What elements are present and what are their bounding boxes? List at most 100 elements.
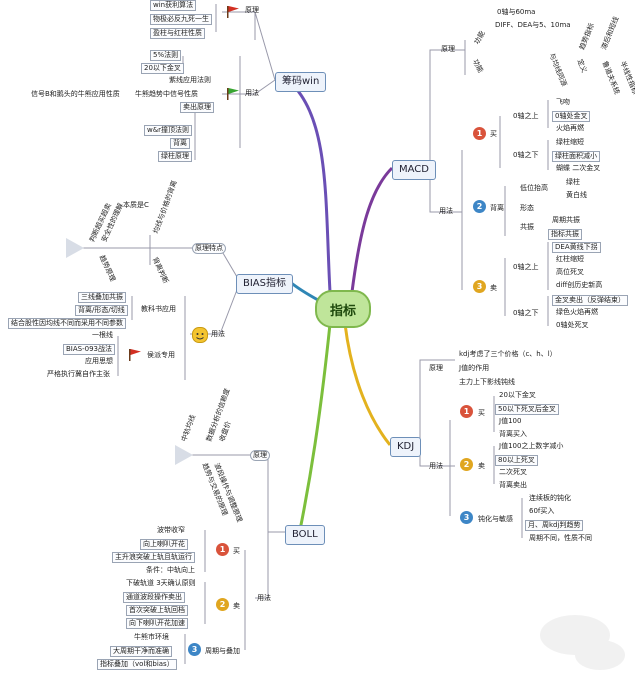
macd-principle-label: 原理 (441, 45, 455, 53)
kdj-sens-item[interactable]: 周期不同，性质不同 (529, 534, 592, 542)
kdj-sens-item[interactable]: 连续板的钝化 (529, 494, 571, 502)
macd-buy-below[interactable]: 0轴之下 (513, 151, 539, 159)
boll-sell-item[interactable]: 首次突破上轨回档 (126, 605, 188, 616)
bias-textbook-label[interactable]: 教科书应用 (141, 305, 176, 313)
boll-buy-item[interactable]: 条件：中轨向上 (146, 566, 195, 574)
macd-principle-item[interactable]: 0轴与60ma (497, 8, 536, 16)
macd-sell-above[interactable]: 0轴之上 (513, 263, 539, 271)
macd-resonance[interactable]: 共振 (520, 223, 534, 231)
topic-boll[interactable]: BOLL (285, 525, 325, 545)
kdj-sens-item[interactable]: 月、周kdj判趋势 (525, 520, 584, 531)
chouma-sell-item[interactable]: 绿柱原理 (158, 151, 192, 162)
bias-textbook-item[interactable]: 背离/形态/切线 (75, 305, 128, 316)
chouma-sell-item[interactable]: 背离 (170, 138, 190, 149)
kdj-buy-item[interactable]: J值100 (499, 417, 522, 425)
number-badge-icon: 1 (473, 127, 486, 140)
bias-mine-item[interactable]: BIAS-093战法 (63, 344, 115, 355)
macd-resonance-item[interactable]: 指标共振 (548, 229, 582, 240)
boll-sell-item[interactable]: 向下喇叭开花加速 (126, 618, 188, 629)
macd-buy-above-item[interactable]: 0轴处金叉 (552, 111, 591, 122)
boll-buy-item[interactable]: 主升浪突破上轨且轨运行 (112, 552, 195, 563)
kdj-buy-item[interactable]: 50以下死叉后金叉 (495, 404, 559, 415)
kdj-sell-item[interactable]: 背离卖出 (499, 481, 527, 489)
kdj-buy-label[interactable]: 买 (478, 409, 485, 417)
chouma-usage-item[interactable]: 紫线应用法则 (169, 76, 211, 84)
macd-form[interactable]: 形态 (520, 204, 534, 212)
kdj-sell-item[interactable]: 80以上死叉 (495, 455, 538, 466)
macd-usage-label: 用法 (439, 207, 453, 215)
macd-sell-below-item[interactable]: 绿色火焰再燃 (556, 308, 598, 316)
boll-sell-item[interactable]: 通道波段操作卖出 (123, 592, 185, 603)
boll-cycle-item[interactable]: 指标叠加（vol和bias） (97, 659, 177, 670)
topic-bias[interactable]: BIAS指标 (236, 274, 293, 294)
bias-textbook-item[interactable]: 结合股性因均线不同而采用不同参数 (8, 318, 126, 329)
boll-cycle-label[interactable]: 周期与叠加 (205, 647, 240, 655)
boll-principle-label[interactable]: 原理 (250, 450, 270, 461)
number-badge-icon: 2 (473, 200, 486, 213)
macd-buy-below-item[interactable]: 蝴蝶 二次金叉 (556, 164, 601, 172)
central-topic[interactable]: 指标 (315, 290, 371, 328)
chouma-principle-item[interactable]: win获利算法 (150, 0, 197, 11)
boll-cycle-item[interactable]: 牛熊市环境 (134, 633, 169, 641)
green-flag-icon (226, 86, 241, 100)
kdj-sell-item[interactable]: 二次死叉 (499, 468, 527, 476)
macd-div-low-item[interactable]: 绿柱 (566, 178, 580, 186)
bias-mine-item[interactable]: 一根线 (92, 331, 113, 339)
macd-buy-above-item[interactable]: 火焰再燃 (556, 124, 584, 132)
kdj-buy-item[interactable]: 20以下金叉 (499, 391, 536, 399)
watermark-cloud (575, 640, 625, 670)
boll-buy-item[interactable]: 向上喇叭开花 (140, 539, 188, 550)
chouma-usage-subitem[interactable]: 5%法则 (150, 50, 182, 61)
bias-features-label[interactable]: 原理特点 (192, 243, 226, 254)
chouma-bullbear-apply[interactable]: 信号B和鹅头的牛熊应用性质 (31, 90, 120, 98)
kdj-sens-label[interactable]: 钝化与敏感 (478, 515, 513, 523)
chouma-principle-item[interactable]: 物极必反九死一生 (150, 14, 212, 25)
kdj-sens-item[interactable]: 60f买入 (529, 507, 555, 515)
macd-buy-below-item[interactable]: 绿柱缩短 (556, 138, 584, 146)
bias-feature-item[interactable]: 本质是C (123, 201, 149, 209)
bias-mine-label[interactable]: 侯派专用 (147, 351, 175, 359)
red-flag-icon (128, 347, 143, 361)
topic-macd[interactable]: MACD (392, 160, 436, 180)
macd-sell-below[interactable]: 0轴之下 (513, 309, 539, 317)
boll-sell-label[interactable]: 卖 (233, 602, 240, 610)
macd-buy-above[interactable]: 0轴之上 (513, 112, 539, 120)
macd-sell-above-item[interactable]: DEA黄线下拐 (552, 242, 601, 253)
topic-chouma-win[interactable]: 筹码win (275, 72, 327, 92)
chouma-usage-item[interactable]: 卖出原理 (180, 102, 214, 113)
bias-textbook-item[interactable]: 三线叠加共振 (78, 292, 126, 303)
macd-principle-item[interactable]: DIFF、DEA与5、10ma (495, 21, 571, 29)
macd-sell-above-item[interactable]: 红柱缩短 (556, 255, 584, 263)
topic-kdj[interactable]: KDJ (390, 437, 422, 457)
boll-buy-label[interactable]: 买 (233, 547, 240, 555)
kdj-sell-label[interactable]: 卖 (478, 462, 485, 470)
macd-buy-below-item[interactable]: 绿柱面积减小 (552, 151, 600, 162)
macd-resonance-item[interactable]: 周期共振 (552, 216, 580, 224)
chouma-usage-subitem[interactable]: 20以下金叉 (141, 63, 184, 74)
kdj-principle-item[interactable]: kdj考虑了三个价格（c、h、l） (459, 350, 557, 358)
kdj-buy-item[interactable]: 背离买入 (499, 430, 527, 438)
macd-buy-label[interactable]: 买 (490, 130, 497, 138)
chouma-sell-item[interactable]: w&r撞顶法则 (144, 125, 193, 136)
kdj-principle-item[interactable]: J值的作用 (459, 364, 490, 372)
macd-sell-above-item[interactable]: 高位死叉 (556, 268, 584, 276)
boll-buy-item[interactable]: 波带收窄 (157, 526, 185, 534)
boll-cycle-item[interactable]: 大周期干净而准确 (110, 646, 172, 657)
macd-div-low-item[interactable]: 黄白线 (566, 191, 587, 199)
macd-div-low[interactable]: 低位抬高 (520, 184, 548, 192)
kdj-principle-label: 原理 (429, 364, 443, 372)
chouma-principle-item[interactable]: 盈柱与红柱性质 (150, 28, 205, 39)
boll-sell-item[interactable]: 下破轨道 3天确认原则 (126, 579, 196, 587)
macd-sell-below-item[interactable]: 0轴处死叉 (556, 321, 589, 329)
macd-sell-label[interactable]: 卖 (490, 284, 497, 292)
macd-sell-below-item[interactable]: 金叉卖出（反弹结束） (552, 295, 628, 306)
chouma-usage-item[interactable]: 牛熊趋势中信号性质 (135, 90, 198, 98)
macd-divergence-label[interactable]: 背离 (490, 204, 504, 212)
bias-mine-item[interactable]: 应用思想 (85, 357, 113, 365)
macd-buy-above-item[interactable]: 飞吻 (556, 98, 570, 106)
kdj-sell-item[interactable]: J值100之上数字减小 (499, 442, 564, 450)
macd-sell-above-item[interactable]: diff创历史新高 (556, 281, 603, 289)
kdj-principle-item[interactable]: 主力上下影线钝线 (459, 378, 515, 386)
bias-mine-item[interactable]: 严格执行冀自作主张 (47, 370, 110, 378)
